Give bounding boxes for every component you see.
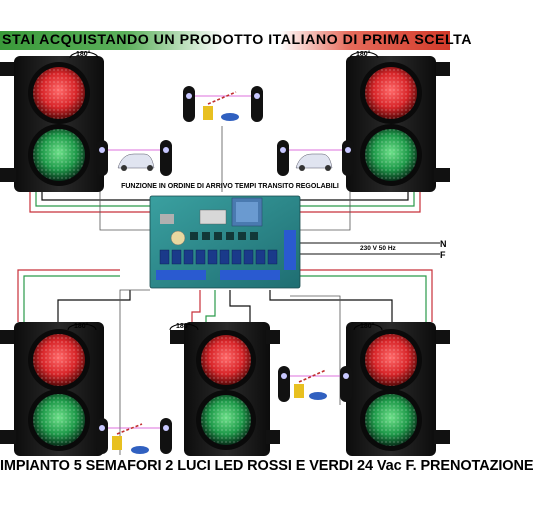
- photocell-pair-bottom-right: [278, 366, 352, 402]
- rotation-arcs: [67, 51, 383, 331]
- wiring-diagram: { "banner": { "text": "STAI ACQUISTANDO …: [0, 31, 533, 474]
- rotation-label-top-right: 180°: [356, 51, 371, 58]
- traffic-light-top-left: [0, 56, 104, 192]
- photocell-pair-right: [277, 140, 354, 176]
- diagram-canvas: [0, 51, 450, 456]
- photocell-pair-left: [96, 140, 172, 176]
- control-board: [149, 195, 301, 289]
- photocell-pair-top: [183, 86, 263, 122]
- rotation-label-bottom-middle: 180°: [176, 323, 191, 330]
- function-caption: FUNZIONE IN ORDINE DI ARRIVO TEMPI TRANS…: [121, 183, 339, 190]
- traffic-light-bottom-middle: [170, 322, 280, 456]
- traffic-light-bottom-right: [346, 322, 450, 456]
- banner-background: [0, 31, 450, 50]
- voltage-label: 230 V 50 Hz: [360, 245, 396, 252]
- rotation-label-top-left: 180°: [76, 51, 91, 58]
- rotation-label-bottom-right: 180°: [360, 323, 375, 330]
- footer-title: IMPIANTO 5 SEMAFORI 2 LUCI LED ROSSI E V…: [0, 458, 533, 474]
- neutral-label: N: [440, 239, 447, 249]
- traffic-light-top-right: [346, 56, 450, 192]
- phase-label: F: [440, 250, 446, 260]
- traffic-light-bottom-left: [0, 322, 104, 456]
- photocell-pair-bottom-left: [96, 418, 172, 454]
- wires: [17, 126, 440, 455]
- banner-title: STAI ACQUISTANDO UN PRODOTTO ITALIANO DI…: [2, 32, 472, 48]
- rotation-label-bottom-left: 180°: [74, 323, 89, 330]
